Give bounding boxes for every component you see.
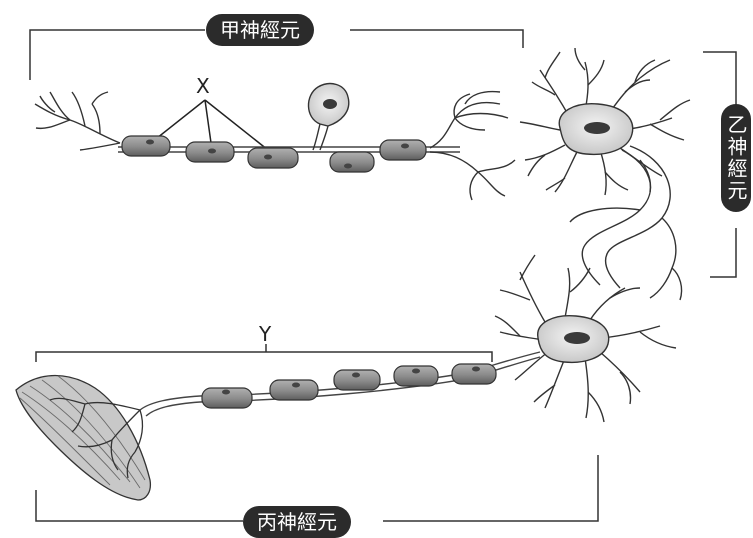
neuron-a-cell-body <box>308 84 348 126</box>
bracket-y <box>36 344 492 362</box>
neuron-a <box>35 92 515 200</box>
label-x: X <box>196 74 210 98</box>
label-neuron-b: 乙神經元 <box>721 104 751 212</box>
label-neuron-a: 甲神經元 <box>206 14 314 46</box>
label-neuron-b-text: 乙神經元 <box>726 114 746 202</box>
myelin-neuron-c <box>202 364 496 408</box>
label-neuron-c: 丙神經元 <box>243 506 351 538</box>
neuron-c-cell-body <box>538 316 609 363</box>
label-neuron-a-text: 甲神經元 <box>220 20 300 40</box>
label-neuron-c-text: 丙神經元 <box>257 512 337 532</box>
neuron-b-cell-body <box>559 104 632 155</box>
myelin-neuron-a <box>122 136 426 172</box>
muscle-effector <box>16 376 150 501</box>
label-y: Y <box>259 322 271 346</box>
neuron-b-dendrites <box>520 48 690 300</box>
